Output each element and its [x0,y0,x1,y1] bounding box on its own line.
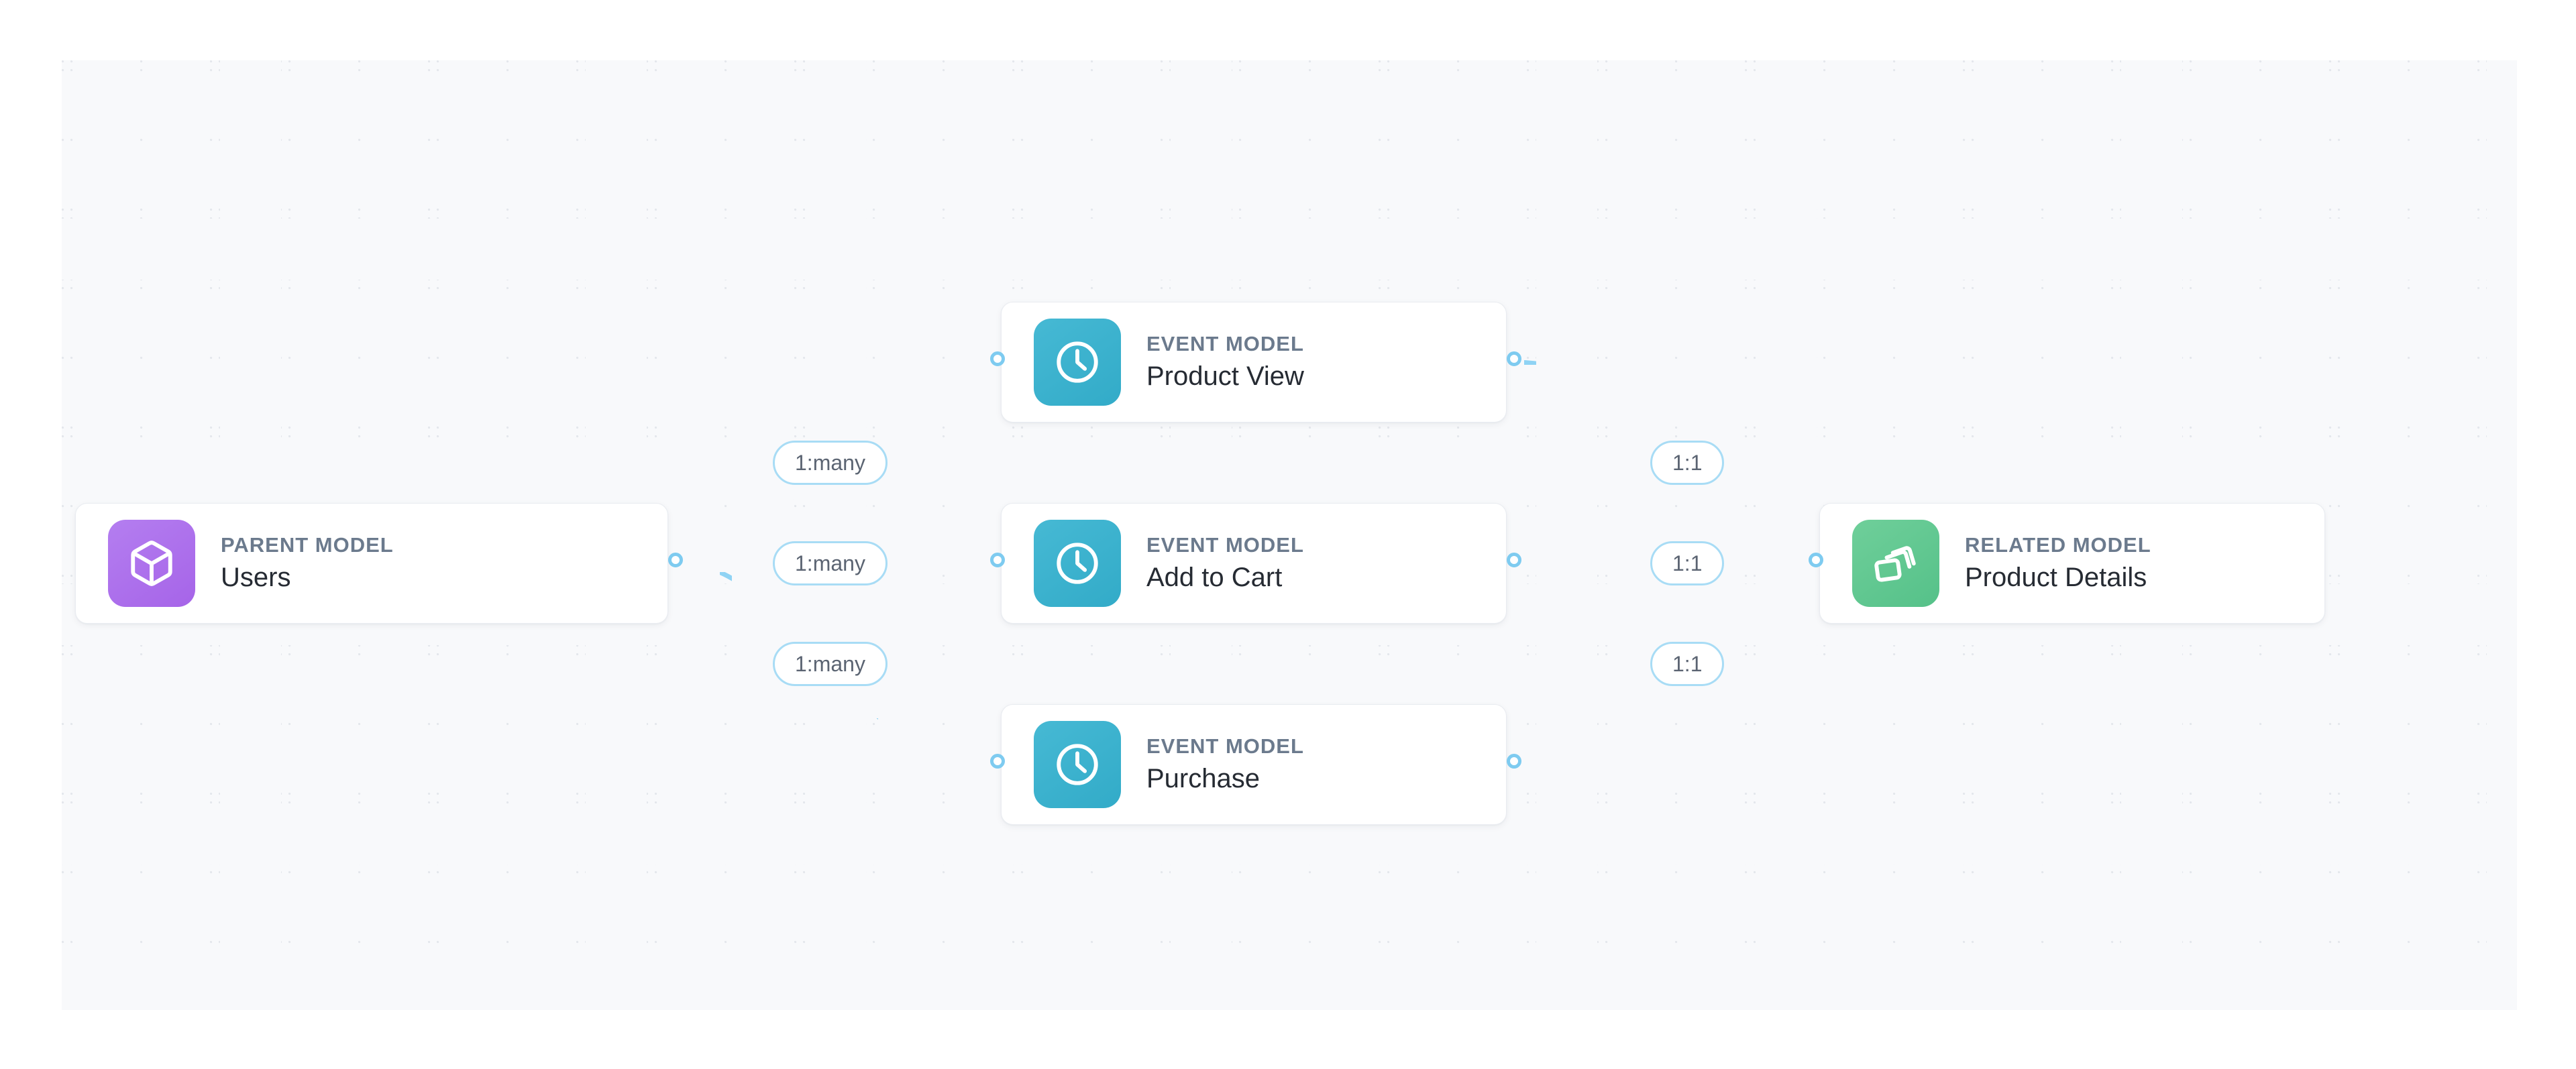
node-product-view-text: EVENT MODEL Product View [1146,333,1304,391]
port-add-to-cart-out[interactable] [1507,553,1521,567]
node-purchase[interactable]: EVENT MODEL Purchase [1001,704,1507,825]
edge-label-users-purchase[interactable]: 1:many [773,642,888,686]
node-add-to-cart[interactable]: EVENT MODEL Add to Cart [1001,503,1507,624]
port-product-details-in[interactable] [1809,553,1823,567]
node-add-to-cart-text: EVENT MODEL Add to Cart [1146,534,1304,592]
port-purchase-in[interactable] [990,754,1005,769]
edge-label-purchase-details[interactable]: 1:1 [1650,642,1725,686]
node-product-details-title: Product Details [1965,562,2147,592]
node-users-text: PARENT MODEL Users [221,534,394,592]
node-add-to-cart-title: Add to Cart [1146,562,1283,592]
node-purchase-title: Purchase [1146,763,1260,793]
edge-label-users-product-view[interactable]: 1:many [773,441,888,485]
clock-icon [1034,721,1121,808]
edge-label-product-view-details[interactable]: 1:1 [1650,441,1725,485]
port-purchase-out[interactable] [1507,754,1521,769]
edge-label-text: 1:1 [1672,551,1703,575]
port-users-out[interactable] [668,553,683,567]
clock-icon [1034,319,1121,406]
port-product-view-out[interactable] [1507,351,1521,366]
node-purchase-kicker: EVENT MODEL [1146,734,1304,758]
layers-icon [1852,520,1939,607]
node-add-to-cart-kicker: EVENT MODEL [1146,533,1304,557]
cube-icon [108,520,195,607]
node-product-details-text: RELATED MODEL Product Details [1965,534,2151,592]
node-product-details-kicker: RELATED MODEL [1965,533,2151,557]
node-users[interactable]: PARENT MODEL Users [75,503,668,624]
edge-label-text: 1:1 [1672,651,1703,676]
node-purchase-text: EVENT MODEL Purchase [1146,736,1304,793]
edge-label-text: 1:many [795,450,865,475]
port-product-view-in[interactable] [990,351,1005,366]
clock-icon [1034,520,1121,607]
node-users-title: Users [221,562,291,592]
edge-label-users-add-to-cart[interactable]: 1:many [773,541,888,585]
edge-label-text: 1:1 [1672,450,1703,475]
edge-label-text: 1:many [795,651,865,676]
node-users-kicker: PARENT MODEL [221,533,394,557]
node-product-view-title: Product View [1146,361,1304,391]
edge-label-text: 1:many [795,551,865,575]
edge-label-add-to-cart-details[interactable]: 1:1 [1650,541,1725,585]
graph-layer: PARENT MODEL Users EVENT MODEL Product V… [62,60,2517,1010]
port-add-to-cart-in[interactable] [990,553,1005,567]
node-product-view[interactable]: EVENT MODEL Product View [1001,302,1507,423]
node-product-details[interactable]: RELATED MODEL Product Details [1819,503,2325,624]
diagram-canvas[interactable]: PARENT MODEL Users EVENT MODEL Product V… [62,60,2517,1010]
node-product-view-kicker: EVENT MODEL [1146,332,1304,356]
